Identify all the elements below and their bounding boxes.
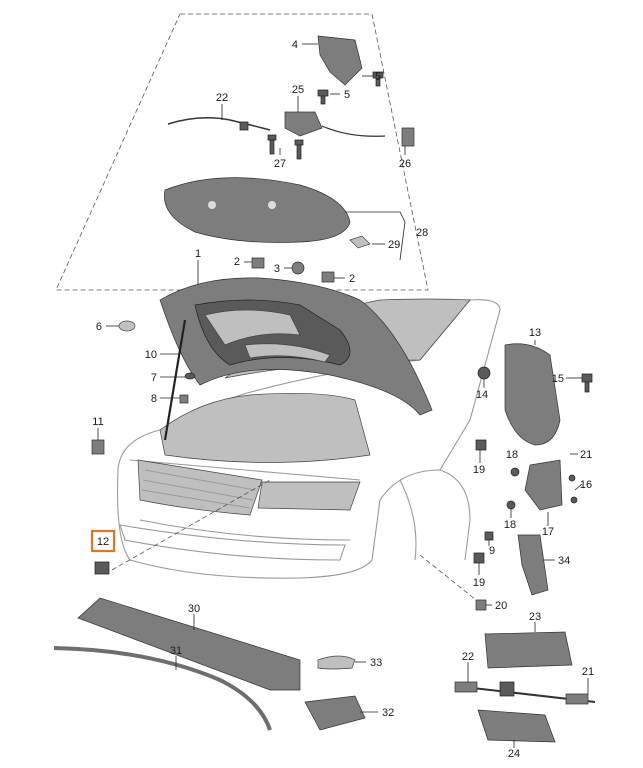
- bracket-13: [504, 343, 561, 446]
- callout-21b: 21: [582, 666, 594, 678]
- callout-13: 13: [529, 327, 541, 339]
- nut-14: [477, 366, 491, 380]
- bumper-2a: [251, 257, 265, 269]
- callout-15: 15: [552, 373, 564, 385]
- part-26: [401, 127, 415, 147]
- cover-32: [304, 695, 366, 731]
- callout-23: 23: [529, 611, 541, 623]
- screw-15: [581, 373, 593, 393]
- callout-29: 29: [388, 239, 400, 251]
- screw-18b: [506, 500, 516, 510]
- callout-12: 12: [97, 536, 109, 548]
- callout-21a: 21: [580, 449, 592, 461]
- water-deflector-30: [77, 597, 301, 691]
- screw-27a: [267, 134, 277, 155]
- callout-33: 33: [370, 657, 382, 669]
- callout-30: 30: [188, 603, 200, 615]
- bumper-2b: [321, 271, 335, 283]
- screw-5b: [317, 89, 329, 105]
- callout-27: 27: [274, 158, 286, 170]
- callout-1: 1: [195, 248, 201, 260]
- callout-11: 11: [92, 416, 103, 428]
- bumper-3: [291, 261, 305, 275]
- callout-24: 24: [508, 748, 520, 760]
- hood-lock: [317, 35, 363, 86]
- callout-19b: 19: [473, 577, 485, 589]
- callout-18b: 18: [504, 519, 516, 531]
- clip-20: [475, 599, 487, 611]
- seal-31: [53, 646, 272, 731]
- screw-27b: [294, 139, 304, 160]
- callout-2b: 2: [349, 273, 355, 285]
- callout-22a: 22: [216, 92, 228, 104]
- callout-22b: 22: [462, 651, 474, 663]
- headlight: [257, 481, 361, 511]
- highlight-box-12: [90, 529, 116, 553]
- hood-prop-rod: [163, 319, 187, 441]
- cable-22: [167, 117, 271, 131]
- clip-8: [179, 394, 189, 404]
- callout-7: 7: [151, 372, 157, 384]
- callout-14: 14: [476, 389, 488, 401]
- hinge-17: [524, 459, 563, 511]
- buffer-11: [91, 439, 105, 455]
- callout-18a: 18: [506, 449, 518, 461]
- callout-20: 20: [495, 600, 507, 612]
- callout-26: 26: [399, 158, 411, 170]
- screw-18a: [510, 467, 520, 477]
- latch-25: [284, 111, 323, 137]
- callout-5b: 5: [344, 89, 350, 101]
- callout-32: 32: [382, 707, 394, 719]
- callout-17: 17: [542, 526, 554, 538]
- callout-16: 16: [580, 479, 592, 491]
- callout-9: 9: [489, 545, 495, 557]
- hood-insulation-mat: [164, 177, 351, 243]
- callout-5a: 5: [375, 71, 381, 83]
- radiator-grille: [137, 459, 263, 516]
- engine-bay: [159, 392, 371, 463]
- callout-8: 8: [151, 393, 157, 405]
- callout-6: 6: [96, 321, 102, 333]
- clip-9: [484, 531, 494, 541]
- callout-34: 34: [558, 555, 570, 567]
- clip-29: [349, 235, 371, 249]
- callout-3: 3: [274, 263, 280, 275]
- cap-6: [118, 320, 136, 332]
- handle-housing-23: [484, 631, 573, 669]
- leader-lines: [97, 43, 589, 748]
- clip-19a: [475, 439, 487, 451]
- hood: [159, 277, 433, 416]
- clip-19b: [473, 552, 485, 564]
- grip-34: [517, 534, 549, 596]
- top-assembly-frame: [55, 13, 429, 291]
- callout-10: 10: [145, 349, 157, 361]
- trim-24: [477, 709, 556, 743]
- grommet-7: [184, 372, 196, 380]
- callout-19a: 19: [473, 464, 485, 476]
- callout-labels: 1 2 2 3 4 5 5 6 7 8 9 10 11 12 13 14 15 …: [92, 39, 594, 760]
- callout-4: 4: [292, 39, 298, 51]
- part-12: [94, 561, 110, 575]
- callout-25: 25: [292, 84, 304, 96]
- cover-33: [317, 655, 356, 670]
- callout-31: 31: [170, 645, 182, 657]
- callout-2a: 2: [234, 256, 240, 268]
- callout-28: 28: [416, 227, 428, 239]
